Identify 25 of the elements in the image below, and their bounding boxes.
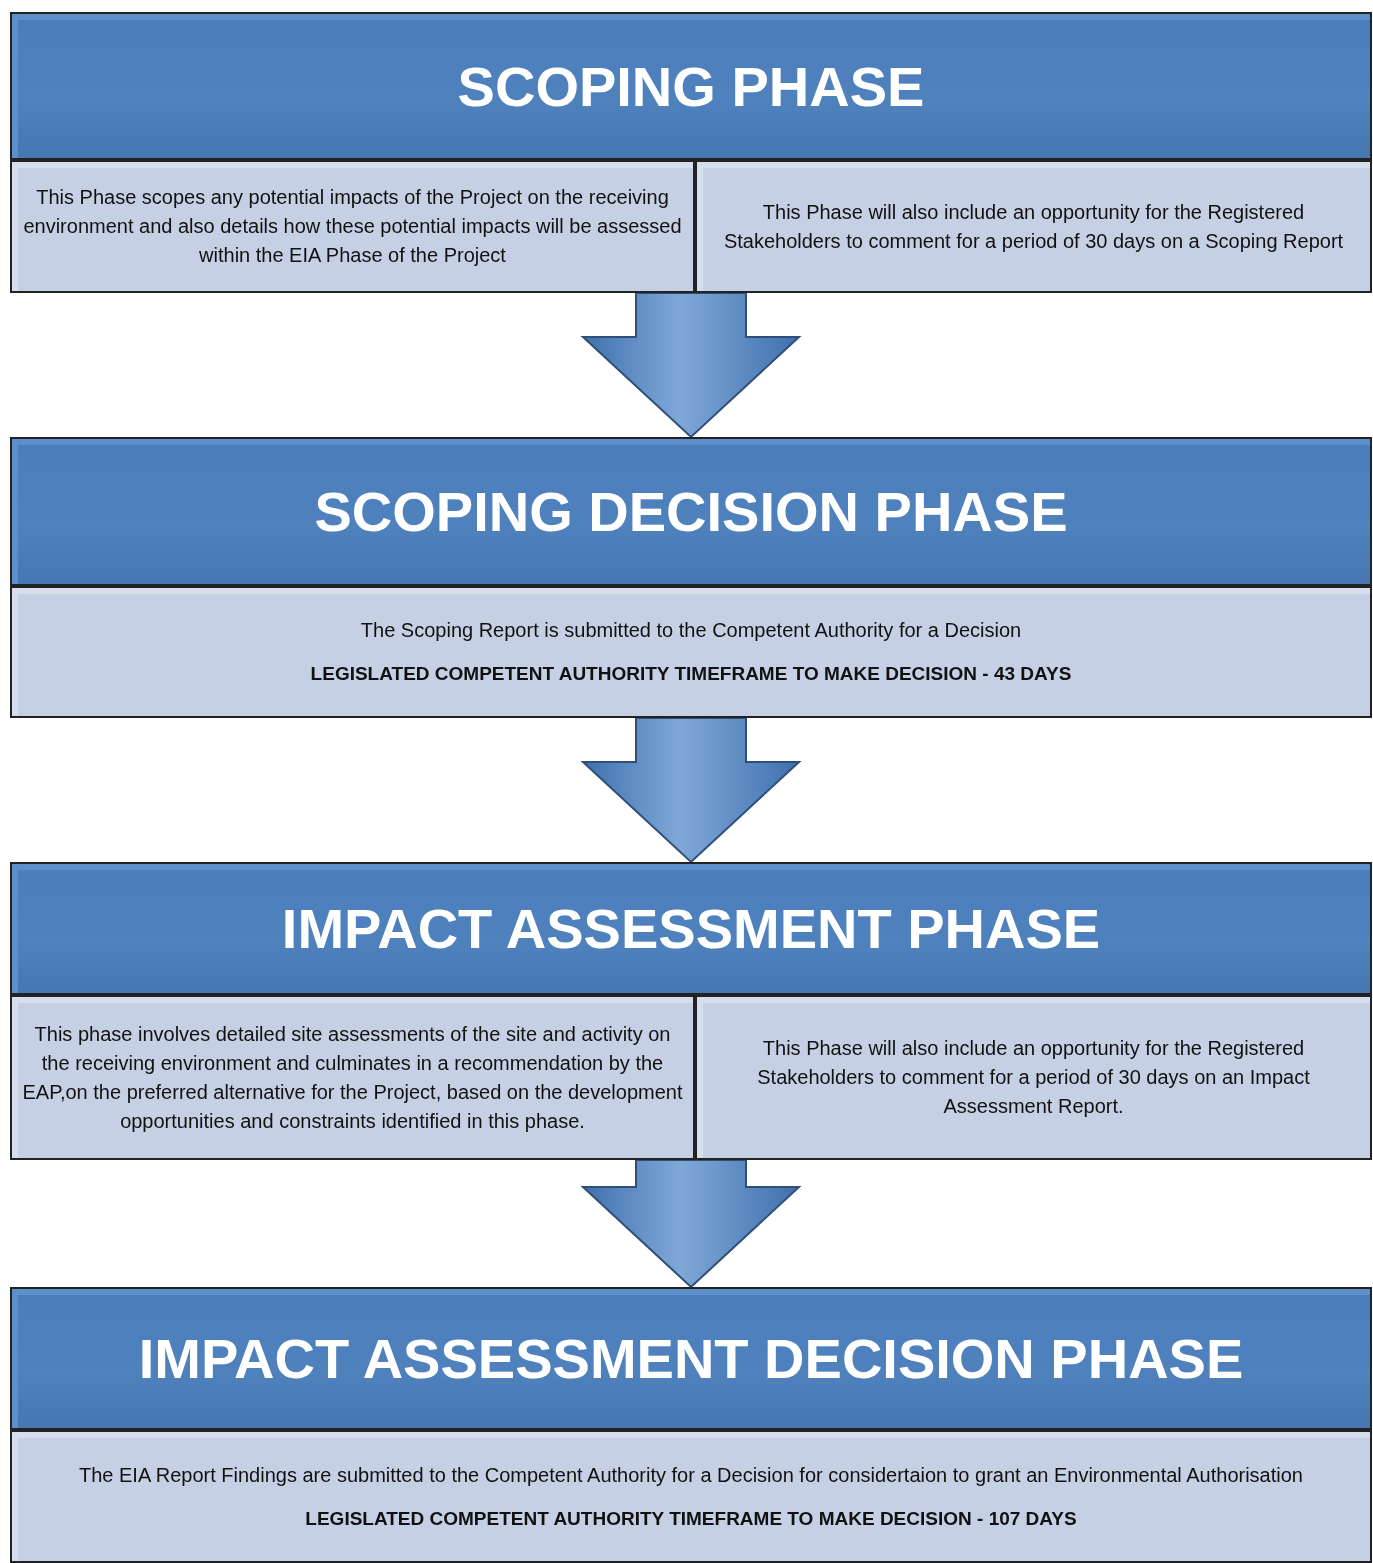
phase-title: SCOPING PHASE xyxy=(457,53,925,119)
block-arrow xyxy=(580,717,802,864)
description-box xyxy=(10,160,695,293)
phase-header xyxy=(10,12,1372,160)
block-arrow xyxy=(580,292,802,439)
description-text: This phase involves detailed site assessments of the site and activity on the receiving environment and culminates in a recommendation by the EAP,on the preferred alternative for the Project, based on the development opportunities and constraints identified in this phase. xyxy=(22,1021,683,1134)
description-box xyxy=(695,995,1372,1160)
phase-title: IMPACT ASSESSMENT PHASE xyxy=(281,896,1101,961)
description-box xyxy=(10,1430,1372,1563)
phase-header xyxy=(10,862,1372,995)
phase-title: IMPACT ASSESSMENT DECISION PHASE xyxy=(138,1326,1244,1391)
timeframe-text: LEGISLATED COMPETENT AUTHORITY TIMEFRAME TO MAKE DECISION - 43 DAYS xyxy=(310,662,1072,686)
timeframe-text: LEGISLATED COMPETENT AUTHORITY TIMEFRAME TO MAKE DECISION - 107 DAYS xyxy=(305,1506,1077,1531)
phase-title: SCOPING DECISION PHASE xyxy=(314,479,1068,544)
block-arrow xyxy=(580,1159,802,1289)
phase-header xyxy=(10,1287,1372,1430)
description-box xyxy=(10,586,1372,718)
description-text: The Scoping Report is submitted to the Competent Authority for a Decision xyxy=(360,618,1022,643)
description-text: This Phase will also include an opportunity for the Registered Stakeholders to comment for a period of 30 days on an Impact Assessment Report. xyxy=(756,1036,1311,1119)
description-text: The EIA Report Findings are submitted to the Competent Authority for a Decision for considertaion to grant an Environmental Authorisation xyxy=(79,1462,1303,1488)
description-box xyxy=(695,160,1372,293)
phase-header xyxy=(10,437,1372,586)
description-box xyxy=(10,995,695,1160)
description-text: This Phase will also include an opportunity for the Registered Stakeholders to comment for a period of 30 days on a Scoping Report xyxy=(722,199,1345,254)
description-text: This Phase scopes any potential impacts of the Project on the receiving environment and also details how these potential impacts will be assessed within the EIA Phase of the Project xyxy=(22,185,683,268)
